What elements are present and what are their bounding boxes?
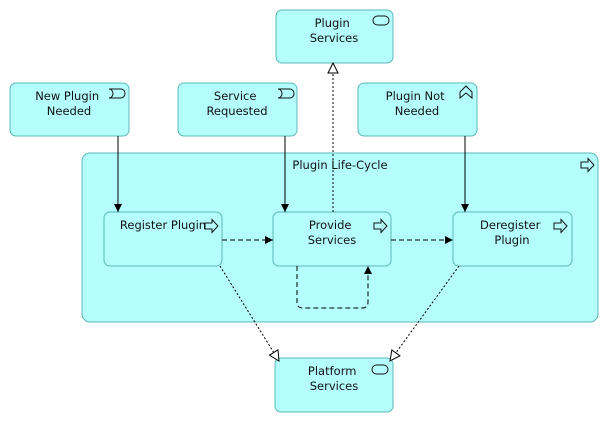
edge-provide-self-loop (296, 266, 372, 309)
process-icon (580, 157, 595, 173)
service-icon (372, 15, 390, 26)
event-icon (277, 88, 295, 99)
plugin-not-needed-label: Plugin Not Needed (386, 89, 449, 118)
process-icon (204, 218, 219, 234)
event-icon (108, 88, 126, 99)
new-plugin-needed-label: New Plugin Needed (35, 89, 103, 118)
edge-deregister-realizes-platform-services (390, 265, 460, 361)
new-plugin-needed-node[interactable]: New Plugin Needed (9, 82, 130, 137)
service-requested-label: Service Requested (206, 89, 267, 118)
plugin-not-needed-node[interactable]: Plugin Not Needed (357, 82, 478, 137)
provide-services-node[interactable]: Provide Services (272, 211, 392, 267)
plugin-services-label: Plugin Services (310, 16, 359, 45)
function-icon (459, 85, 473, 100)
platform-services-label: Platform Services (308, 364, 360, 393)
platform-services-node[interactable]: Platform Services (274, 357, 394, 413)
plugin-life-cycle-label: Plugin Life-Cycle (292, 158, 387, 172)
register-plugin-label: Register Plugin (120, 218, 206, 232)
process-icon (553, 218, 568, 234)
provide-services-label: Provide Services (308, 218, 357, 247)
deregister-plugin-node[interactable]: Deregister Plugin (452, 211, 573, 267)
plugin-services-node[interactable]: Plugin Services (275, 9, 394, 64)
process-icon (373, 218, 388, 234)
service-icon (371, 364, 389, 375)
deregister-plugin-label: Deregister Plugin (480, 218, 544, 247)
edge-register-realizes-platform-services (219, 265, 279, 361)
service-requested-node[interactable]: Service Requested (177, 82, 298, 137)
register-plugin-node[interactable]: Register Plugin (103, 211, 223, 267)
